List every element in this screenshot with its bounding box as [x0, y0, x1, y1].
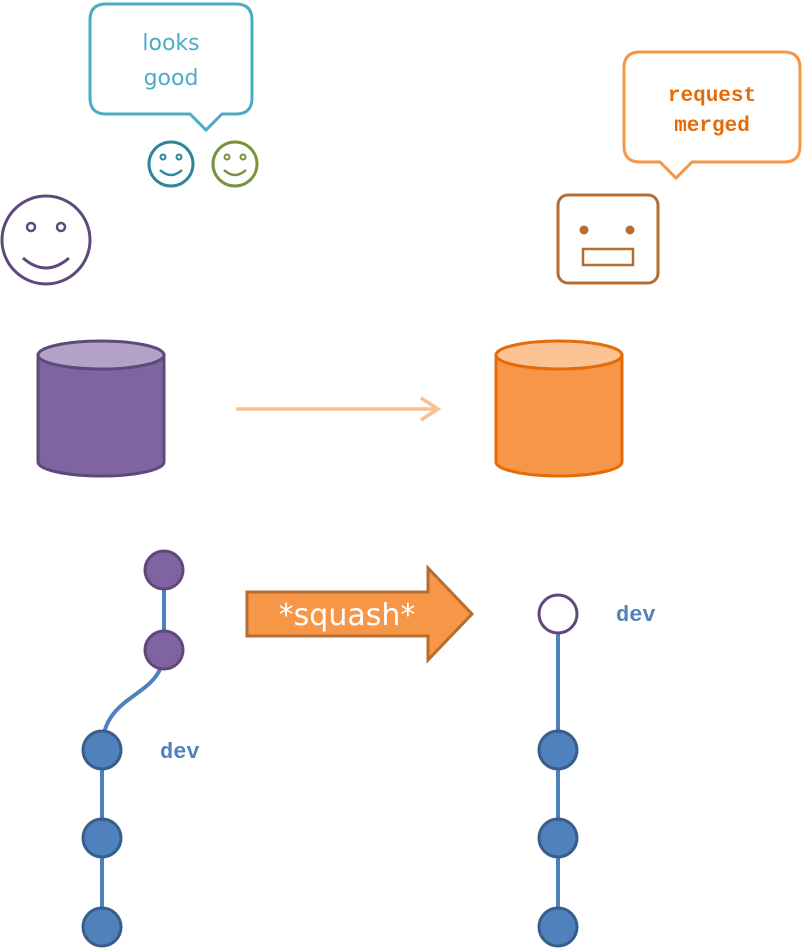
developer-repository-cylinder-icon — [36, 339, 166, 478]
squash-arrow-label: *squash* — [279, 598, 416, 633]
left-dev-branch-label: dev — [160, 740, 200, 765]
transfer-arrow-icon — [236, 396, 442, 422]
commit-node — [537, 729, 579, 771]
commit-node — [81, 729, 123, 771]
reviewer-speech-bubble: looks good — [88, 2, 254, 133]
reviewer-bubble-shape — [88, 2, 254, 133]
bot-bubble-line-1: request — [668, 85, 756, 108]
developer-commit-graph: dev — [81, 549, 200, 948]
upstream-commit-graph: dev — [537, 593, 656, 948]
bot-face-icon — [556, 193, 660, 285]
bot-bubble-line-2: merged — [674, 115, 750, 138]
commit-node — [143, 629, 185, 671]
squashed-commit-node — [537, 593, 579, 635]
reviewer-smiley-icon-green — [211, 140, 259, 188]
reviewer-bubble-line-2: good — [144, 66, 199, 91]
developer-smiley-icon — [0, 194, 92, 286]
upstream-repository-cylinder-icon — [494, 339, 624, 478]
right-dev-branch-label: dev — [616, 603, 656, 628]
reviewer-smiley-icon-teal — [147, 140, 195, 188]
commit-node — [537, 906, 579, 948]
commit-node — [143, 549, 185, 591]
squash-arrow: *squash* — [245, 564, 475, 664]
commit-node — [81, 906, 123, 948]
commit-node — [81, 817, 123, 859]
reviewer-bubble-line-1: looks — [142, 31, 199, 56]
commit-node — [537, 817, 579, 859]
bot-bubble-shape — [622, 50, 802, 181]
squash-arrow-shape — [245, 564, 475, 664]
bot-speech-bubble: request merged — [622, 50, 802, 181]
